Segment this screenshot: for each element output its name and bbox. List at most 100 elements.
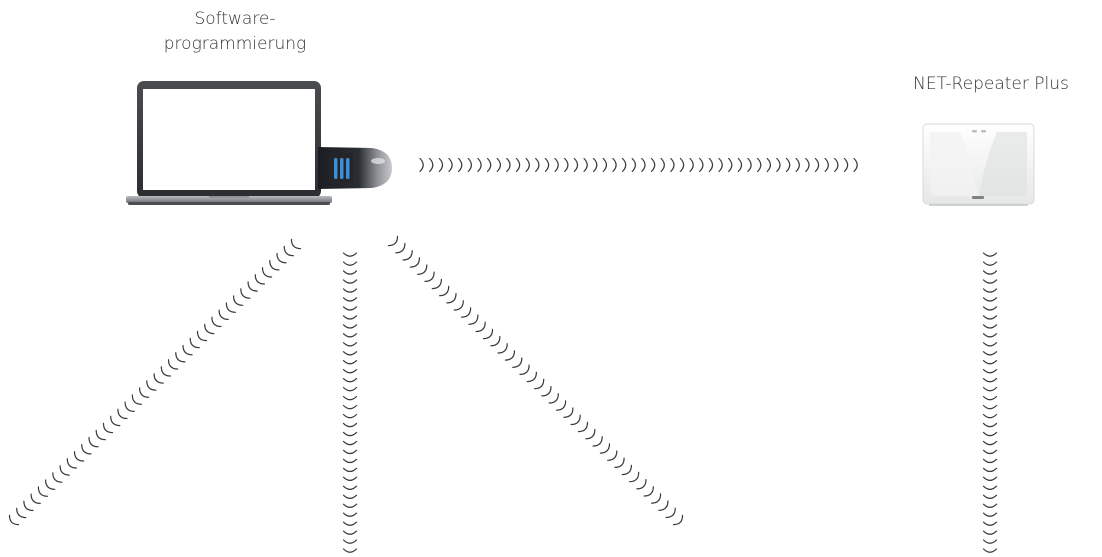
signal-arc bbox=[574, 159, 577, 172]
signal-arc bbox=[835, 159, 838, 172]
signal-arc bbox=[118, 409, 127, 418]
signal-arc bbox=[674, 515, 683, 524]
signal-arc bbox=[454, 301, 463, 310]
signal-wave-vertical-right bbox=[984, 253, 997, 552]
signal-arc bbox=[476, 322, 485, 331]
signal-arc bbox=[498, 344, 507, 353]
signal-wave-vertical-left bbox=[344, 253, 357, 552]
signal-arc bbox=[344, 549, 357, 552]
signal-arc bbox=[24, 501, 33, 510]
usb-stick-icon bbox=[318, 147, 392, 189]
signal-arc bbox=[344, 495, 357, 498]
signal-arc bbox=[777, 159, 780, 172]
signal-arc bbox=[147, 381, 156, 390]
signal-arc bbox=[984, 513, 997, 516]
signal-arc bbox=[344, 397, 357, 400]
signal-arc bbox=[396, 244, 405, 253]
signal-arc bbox=[31, 494, 40, 503]
signal-arc bbox=[103, 423, 112, 432]
signal-arc bbox=[344, 388, 357, 391]
signal-arc bbox=[497, 159, 500, 172]
signal-arc bbox=[526, 159, 529, 172]
signal-arc bbox=[984, 289, 997, 292]
signal-arc bbox=[344, 450, 357, 453]
signal-arc bbox=[615, 458, 624, 467]
signal-arc bbox=[344, 477, 357, 480]
signal-arc bbox=[565, 159, 568, 172]
signal-arc bbox=[623, 159, 626, 172]
signal-arc bbox=[248, 282, 257, 291]
signal-arc bbox=[344, 316, 357, 319]
signal-arc bbox=[984, 316, 997, 319]
signal-arc bbox=[491, 337, 500, 346]
signal-arc bbox=[226, 303, 235, 312]
signal-arc bbox=[690, 159, 693, 172]
signal-arc bbox=[344, 531, 357, 534]
signal-arc bbox=[403, 251, 412, 260]
signal-arc bbox=[984, 334, 997, 337]
signal-arc bbox=[344, 370, 357, 373]
signal-arc bbox=[520, 365, 529, 374]
signal-arc bbox=[984, 486, 997, 489]
signal-arc bbox=[748, 159, 751, 172]
signal-arc bbox=[344, 334, 357, 337]
signal-arc bbox=[844, 159, 847, 172]
signal-arc bbox=[183, 346, 192, 355]
signal-arc bbox=[984, 370, 997, 373]
signal-arc bbox=[571, 415, 580, 424]
signal-arc bbox=[758, 159, 761, 172]
signal-arc bbox=[593, 437, 602, 446]
signal-arc bbox=[344, 486, 357, 489]
signal-arc bbox=[680, 159, 683, 172]
signal-arc bbox=[344, 504, 357, 507]
signal-arc bbox=[984, 361, 997, 364]
signal-arc bbox=[984, 397, 997, 400]
signal-arc bbox=[984, 495, 997, 498]
signal-arc bbox=[9, 515, 18, 524]
signal-arc bbox=[344, 415, 357, 418]
signal-arc bbox=[344, 423, 357, 426]
signal-arc bbox=[344, 468, 357, 471]
signal-arc bbox=[234, 296, 243, 305]
signal-arc bbox=[344, 325, 357, 328]
signal-arc bbox=[652, 159, 655, 172]
signal-arc bbox=[468, 159, 471, 172]
signal-arc bbox=[96, 430, 105, 439]
signal-arc bbox=[140, 388, 149, 397]
signal-arc bbox=[169, 360, 178, 369]
signal-arc bbox=[661, 159, 664, 172]
signal-arc bbox=[557, 401, 566, 410]
signal-arc bbox=[344, 298, 357, 301]
signal-arc bbox=[984, 415, 997, 418]
signal-arc bbox=[284, 246, 293, 255]
signal-arc bbox=[469, 315, 478, 324]
signal-arc bbox=[984, 271, 997, 274]
signal-arc bbox=[644, 487, 653, 496]
signal-arc bbox=[75, 452, 84, 461]
signal-arc bbox=[344, 271, 357, 274]
signal-arc bbox=[219, 310, 228, 319]
signal-arc bbox=[263, 268, 272, 277]
signal-arc bbox=[594, 159, 597, 172]
signal-arc bbox=[700, 159, 703, 172]
signal-arc bbox=[344, 540, 357, 543]
signal-arc bbox=[630, 472, 639, 481]
signal-arc bbox=[344, 253, 357, 256]
signal-arc bbox=[984, 406, 997, 409]
signal-arc bbox=[344, 513, 357, 516]
signal-arc bbox=[344, 432, 357, 435]
signal-arc bbox=[603, 159, 606, 172]
signal-arc bbox=[425, 272, 434, 281]
signal-arc bbox=[549, 394, 558, 403]
signal-arc bbox=[622, 465, 631, 474]
signal-arc bbox=[984, 307, 997, 310]
signal-arc bbox=[344, 343, 357, 346]
signal-arc bbox=[67, 459, 76, 468]
signal-arc bbox=[516, 159, 519, 172]
signal-arc bbox=[505, 351, 514, 360]
signal-arc bbox=[984, 540, 997, 543]
signal-arc bbox=[984, 325, 997, 328]
signal-arc bbox=[344, 406, 357, 409]
signal-arc bbox=[984, 549, 997, 552]
